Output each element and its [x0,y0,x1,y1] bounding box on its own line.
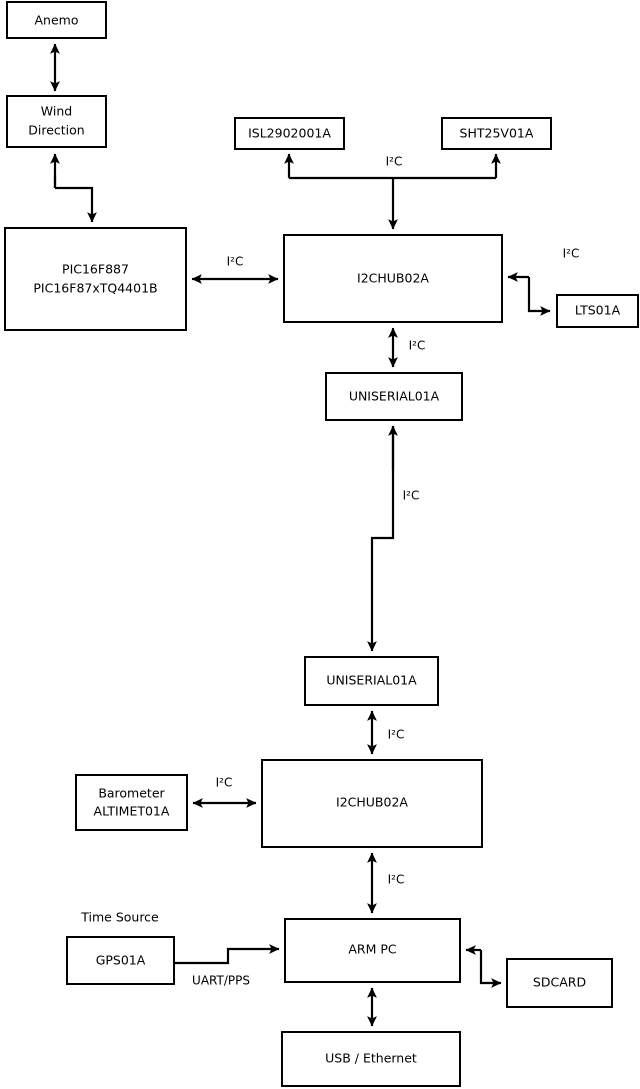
node-sdcard[interactable]: SDCARD [506,958,613,1008]
edge-label-gps-armpc: UART/PPS [192,974,250,988]
node-gps01a[interactable]: GPS01A [66,936,175,985]
node-arm-pc[interactable]: ARM PC [284,918,461,983]
node-barometer-label-line2: ALTIMET01A [94,804,170,819]
edge-label-hub-lts: I²C [563,247,580,261]
connector-armpc-sdcard-loop [479,950,502,988]
label-time-source: Time Source [80,910,159,925]
edge-label-hub-uniserial-top: I²C [409,339,426,353]
node-uniserial01a-bottom-label: UNISERIAL01A [326,673,417,688]
connector-hub-lts-loop [527,277,551,316]
node-pic16f887[interactable]: PIC16F887 PIC16F87xTQ4401B [4,227,187,331]
node-gps01a-label: GPS01A [96,953,146,968]
node-sht25v01a[interactable]: SHT25V01A [441,117,552,150]
node-anemo[interactable]: Anemo [6,1,107,39]
node-lts01a[interactable]: LTS01A [556,294,639,328]
node-i2chub02a-top-label: I2CHUB02A [357,271,429,286]
node-wind-direction-label-line2: Direction [28,123,84,138]
node-i2chub02a-top[interactable]: I2CHUB02A [283,234,503,323]
node-uniserial01a-bottom[interactable]: UNISERIAL01A [304,656,439,706]
node-lts01a-label: LTS01A [575,303,621,318]
node-barometer-label-line1: Barometer [98,786,165,801]
connector-wind-pic [53,175,92,222]
node-isl2902001a[interactable]: ISL2902001A [234,117,345,150]
edge-label-uniserial-bot-hub: I²C [388,728,405,742]
node-anemo-label: Anemo [35,13,79,28]
node-usb-ethernet-label: USB / Ethernet [325,1051,417,1066]
node-pic16f887-label-line1: PIC16F887 [62,262,129,277]
node-pic16f887-label-line2: PIC16F87xTQ4401B [33,281,157,296]
node-arm-pc-label: ARM PC [348,942,397,957]
connector-uniserial-link [367,426,395,652]
node-wind-direction[interactable]: Wind Direction [6,95,107,148]
node-wind-direction-label-line1: Wind [41,104,72,119]
node-usb-ethernet[interactable]: USB / Ethernet [281,1031,461,1087]
node-i2chub02a-bottom-label: I2CHUB02A [336,795,408,810]
node-uniserial01a-top[interactable]: UNISERIAL01A [325,372,463,421]
node-barometer-altimet01a[interactable]: Barometer ALTIMET01A [75,774,188,831]
node-sht25v01a-label: SHT25V01A [460,126,534,141]
node-sdcard-label: SDCARD [533,975,586,990]
connector-gps-armpc [174,944,280,965]
edge-label-uniserial-link: I²C [403,489,420,503]
edge-label-pic-hub: I²C [227,255,244,269]
edge-label-hub-armpc: I²C [388,873,405,887]
node-isl2902001a-label: ISL2902001A [248,126,331,141]
edge-label-sensors-bus: I²C [386,155,403,169]
edge-label-barometer-hub: I²C [216,776,233,790]
node-uniserial01a-top-label: UNISERIAL01A [349,389,440,404]
node-i2chub02a-bottom[interactable]: I2CHUB02A [261,759,483,848]
